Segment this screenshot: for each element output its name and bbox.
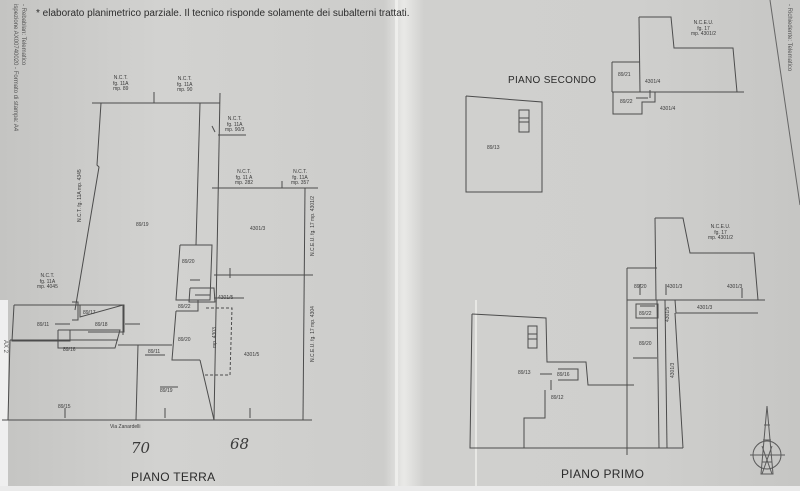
floor-title-piano-terra: PIANO TERRA (131, 470, 216, 484)
header-note: * elaborato planimetrico parziale. Il te… (36, 8, 410, 19)
margin-text-left-bottom: AX 2 (2, 340, 8, 354)
piano-terra-outline (2, 92, 318, 421)
piano-secondo-outline (465, 16, 744, 193)
sub-label: 89/20 (182, 259, 195, 265)
sub-label: 4301/3 (670, 362, 676, 378)
north-compass-icon (750, 405, 785, 475)
street-label: Via Zanardelli (110, 424, 141, 430)
sub-label: 4301/3 (727, 284, 743, 290)
sub-label: 89/18 (95, 322, 108, 328)
nct-vertical-label: N.C.T. fg. 11A mp. 4345 (77, 169, 83, 222)
handwritten-number: 70 (131, 439, 151, 457)
sub-label: 4301/4 (660, 106, 676, 112)
sub-label: 89/16 (557, 372, 570, 378)
floor-title-piano-primo: PIANO PRIMO (561, 467, 645, 481)
nceu-vertical-label: N.C.E.U. fg. 17 mp. 4301/2 (310, 195, 316, 256)
sub-label: 89/21 (618, 72, 631, 78)
sub-label: 89/15 (58, 404, 71, 410)
sub-label: 4301/5 (665, 306, 671, 322)
sub-label: 89/17 (83, 310, 96, 316)
sub-label: 4301/4 (645, 79, 661, 85)
sub-label: 89/11 (37, 322, 50, 328)
sub-label: 89/22 (178, 304, 191, 310)
sub-label: 4301/5 (244, 352, 260, 358)
sub-label: 89/20 (634, 284, 647, 290)
sub-label: 4301/3 (250, 226, 266, 232)
sub-label: 89/13 (518, 370, 531, 376)
handwritten-number: 68 (230, 435, 250, 453)
margin-text-left-second: ispezione AX00740020 - Formato di stampa… (12, 4, 18, 132)
sub-label: 4301/3 (697, 305, 713, 311)
sub-label: 89/19 (160, 388, 173, 394)
sub-label: 89/11 (148, 349, 161, 355)
paper-edge (0, 300, 8, 491)
floor-title-piano-secondo: PIANO SECONDO (508, 75, 597, 86)
sub-label: 4301/5 (218, 295, 234, 301)
piano-primo-outline (469, 217, 765, 455)
sub-label: 89/22 (620, 99, 633, 105)
margin-text-right: - Richiedente: Telematico (786, 4, 792, 72)
sub-label: 89/20 (178, 337, 191, 343)
sub-label: 89/19 (136, 222, 149, 228)
sub-label: 89/20 (639, 341, 652, 347)
sub-label: 4301/3 (667, 284, 683, 290)
paper-fold (475, 300, 477, 491)
sub-label: 89/16 (63, 347, 76, 353)
nceu-vertical-label: N.C.E.U. fg. 17 mp. 4304 (310, 306, 316, 362)
paper-edge (0, 486, 800, 491)
mp-vertical-label: mp. 4303 (212, 327, 218, 348)
sub-label: 89/22 (639, 311, 652, 317)
sub-label: 89/13 (487, 145, 500, 151)
paper-fold (395, 0, 398, 491)
margin-text-left-top: - Rebablan: Telematico (20, 4, 26, 66)
sub-label: 89/12 (551, 395, 564, 401)
